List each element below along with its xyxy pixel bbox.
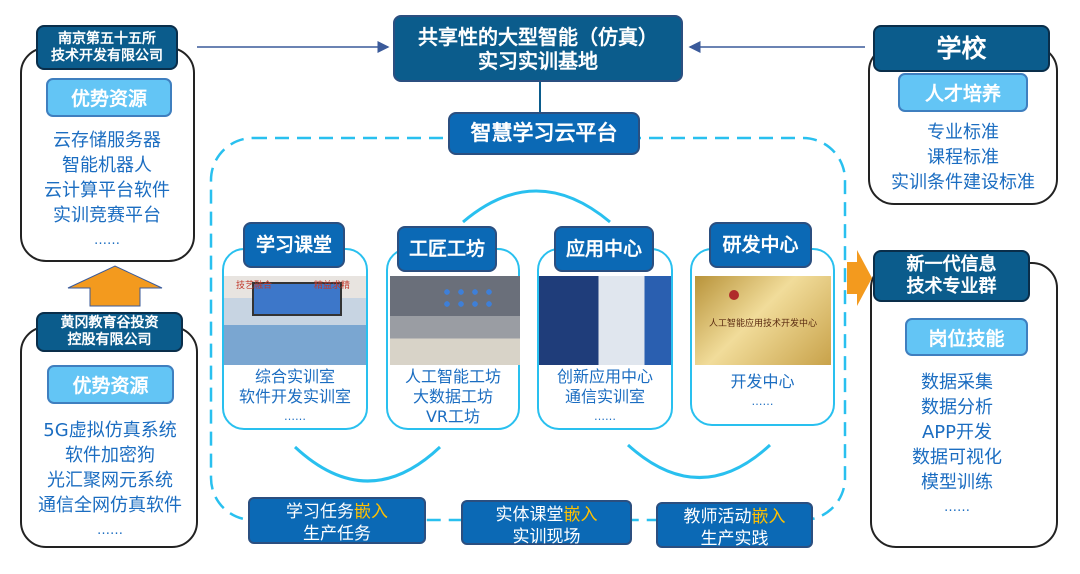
label-text: 实体课堂 (495, 505, 564, 525)
list-item: …… (94, 233, 120, 248)
header-line: 南京第五十五所 (58, 30, 156, 47)
list-item: 光汇聚网元系统 (47, 470, 173, 491)
embed-label-teacher: 教师活动嵌入 生产实践 (656, 502, 813, 549)
card-title: 应用中心 (554, 226, 654, 272)
list-item: 云计算平台软件 (44, 180, 170, 201)
header-line: 技术开发有限公司 (51, 47, 163, 64)
highlight-text: 嵌入 (751, 507, 786, 527)
talent-training-label: 人才培养 (898, 73, 1028, 112)
list-item: …… (751, 395, 774, 408)
label-text: 教师活动 (683, 507, 752, 527)
card-lines: 人工智能工坊 大数据工坊 VR工坊 (386, 367, 520, 427)
list-item: VR工坊 (425, 407, 481, 426)
skills-list: 数据采集 数据分析 APP开发 数据可视化 模型训练 …… (872, 370, 1042, 520)
header-line: 技术专业群 (906, 276, 997, 297)
card-title: 工匠工坊 (397, 226, 497, 272)
specialty-group-header: 新一代信息技术专业群 (873, 250, 1030, 302)
partner-header-huanggang: 黄冈教育谷投资控股有限公司 (36, 312, 183, 352)
advantage-resources-label: 优势资源 (46, 78, 172, 117)
list-item: …… (97, 523, 123, 538)
list-item: 实训竞赛平台 (53, 205, 161, 226)
list-item: 通信全网仿真软件 (38, 495, 182, 516)
job-skills-label: 岗位技能 (905, 318, 1028, 356)
arc-top (462, 189, 611, 224)
advantage-resources-label: 优势资源 (47, 365, 174, 404)
label-text: 实训现场 (512, 527, 581, 547)
label-text: 生产任务 (303, 524, 371, 544)
embed-label-classroom: 实体课堂嵌入 实训现场 (461, 500, 632, 547)
base-title-line1: 共享性的大型智能（仿真） (418, 24, 658, 49)
list-item: APP开发 (921, 422, 993, 443)
arc-bottom-left (293, 445, 442, 483)
embed-label-learning: 学习任务嵌入 生产任务 (248, 497, 426, 544)
list-item: 模型训练 (921, 472, 993, 493)
highlight-text: 嵌入 (354, 502, 388, 522)
list-item: 课程标准 (927, 147, 999, 168)
header-line: 新一代信息 (906, 254, 997, 276)
base-title: 共享性的大型智能（仿真）实习实训基地 (393, 15, 683, 82)
card-lines: 综合实训室 软件开发实训室 …… (222, 367, 368, 427)
list-item: 大数据工坊 (412, 387, 493, 406)
photo-banner-text: 技艺融合 (236, 281, 273, 291)
list-item: 数据分析 (921, 397, 993, 418)
list-item: 通信实训室 (564, 387, 645, 406)
card-title: 学习课堂 (243, 222, 345, 268)
workshop-photo (390, 276, 520, 365)
list-item: 智能机器人 (62, 155, 152, 176)
list-item: 开发中心 (730, 372, 795, 391)
resource-list: 云存储服务器 智能机器人 云计算平台软件 实训竞赛平台 …… (22, 128, 192, 253)
card-lines: 创新应用中心 通信实训室 …… (537, 367, 673, 427)
photo-banner-text: 精益求精 (314, 281, 351, 291)
list-item: 创新应用中心 (556, 367, 653, 386)
list-item: 数据采集 (921, 372, 993, 393)
list-item: 数据可视化 (912, 447, 1002, 468)
list-item: 人工智能工坊 (404, 367, 501, 386)
up-arrow-icon (67, 265, 163, 307)
list-item: …… (284, 410, 306, 423)
classroom-photo: 技艺融合 精益求精 (224, 276, 366, 365)
standards-list: 专业标准 课程标准 实训条件建设标准 (870, 120, 1056, 195)
card-title: 研发中心 (709, 222, 812, 268)
list-item: 专业标准 (927, 122, 999, 143)
list-item: 软件开发实训室 (238, 387, 351, 406)
base-title-line2: 实习实训基地 (478, 48, 598, 73)
rd-center-plaque: 人工智能应用技术开发中心 (695, 276, 831, 365)
card-lines: 开发中心 …… (690, 372, 835, 412)
highlight-text: 嵌入 (563, 505, 598, 525)
label-text: 学习任务 (286, 502, 354, 522)
list-item: …… (944, 500, 970, 515)
cloud-platform-label: 智慧学习云平台 (448, 112, 640, 155)
list-item: 综合实训室 (254, 367, 335, 386)
resource-list: 5G虚拟仿真系统 软件加密狗 光汇聚网元系统 通信全网仿真软件 …… (22, 418, 198, 543)
list-item: …… (594, 410, 616, 423)
list-item: 实训条件建设标准 (891, 172, 1035, 193)
school-header: 学校 (873, 25, 1050, 72)
application-center-photo (539, 276, 671, 365)
right-arrow-icon (847, 250, 872, 306)
plaque-text: 人工智能应用技术开发中心 (708, 319, 817, 329)
header-line: 黄冈教育谷投资 (60, 315, 159, 332)
arc-bottom-right (626, 443, 772, 479)
list-item: 5G虚拟仿真系统 (43, 420, 177, 441)
label-text: 生产实践 (700, 529, 769, 549)
partner-header-nanjing: 南京第五十五所技术开发有限公司 (36, 25, 178, 70)
list-item: 云存储服务器 (53, 130, 161, 151)
list-item: 软件加密狗 (65, 445, 155, 466)
header-line: 控股有限公司 (67, 332, 152, 348)
